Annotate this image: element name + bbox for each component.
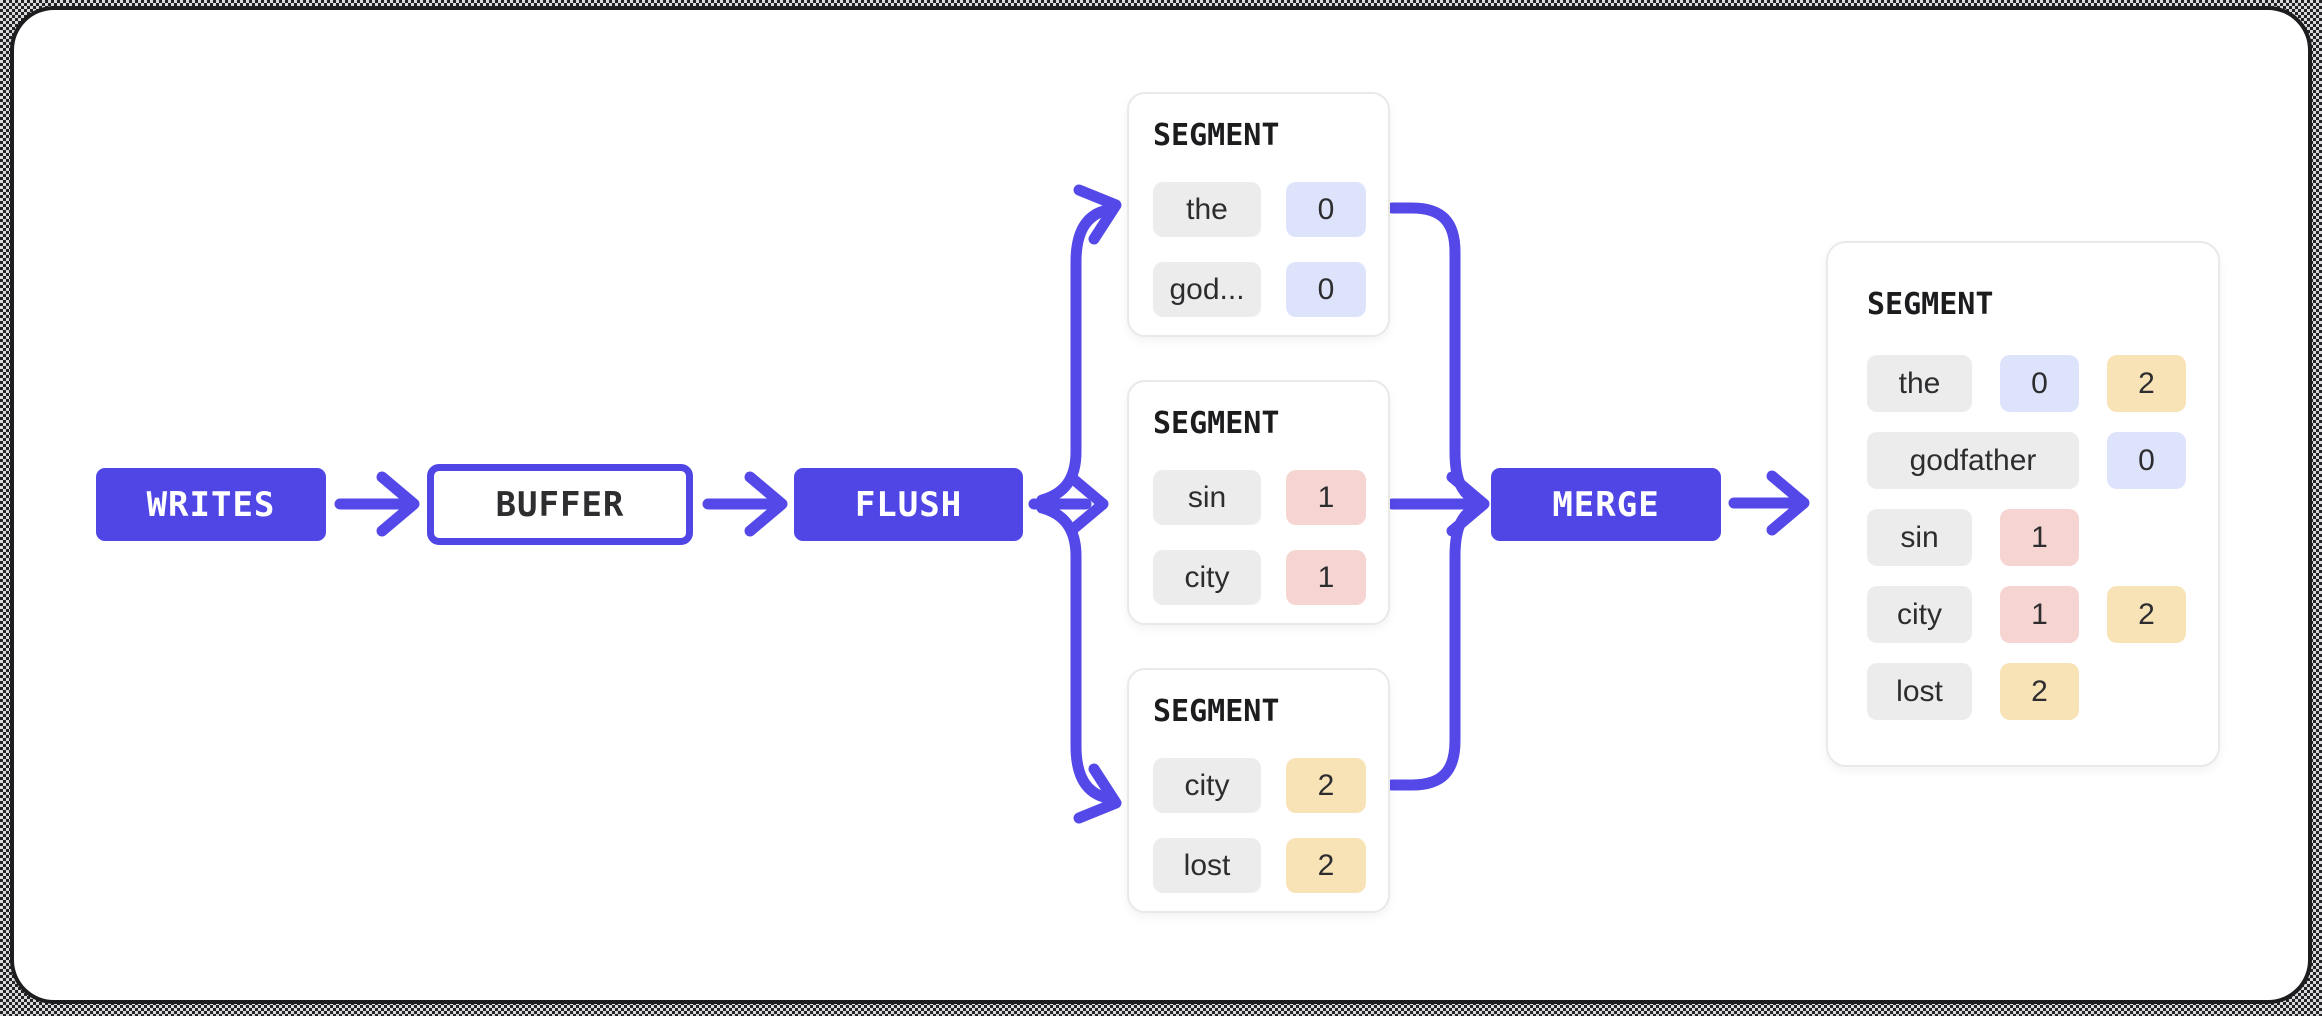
buffer-node: BUFFER xyxy=(427,464,693,545)
posting-chip: 1 xyxy=(1286,470,1366,525)
segment-rows: sin 1 city 1 xyxy=(1153,470,1366,605)
term-chip: godfather xyxy=(1867,432,2079,489)
segment-row: city 2 xyxy=(1153,758,1366,813)
term-chip: lost xyxy=(1153,838,1261,893)
term-chip: city xyxy=(1153,758,1261,813)
segment-card-1: SEGMENT the 0 god... 0 xyxy=(1127,92,1390,337)
segment-card-3: SEGMENT city 2 lost 2 xyxy=(1127,668,1390,913)
posting-chip: 2 xyxy=(1286,838,1366,893)
posting-chip: 0 xyxy=(1286,262,1366,317)
term-chip: sin xyxy=(1867,509,1972,566)
term-chip: god... xyxy=(1153,262,1261,317)
segment-title: SEGMENT xyxy=(1153,118,1280,153)
term-chip: sin xyxy=(1153,470,1261,525)
posting-chip: 0 xyxy=(2000,355,2079,412)
posting-chip: 1 xyxy=(1286,550,1366,605)
segment-title: SEGMENT xyxy=(1153,406,1280,441)
segment-row: sin 1 xyxy=(1153,470,1366,525)
segment-card-2: SEGMENT sin 1 city 1 xyxy=(1127,380,1390,625)
writes-node: WRITES xyxy=(96,468,326,541)
segment-row: lost 2 xyxy=(1153,838,1366,893)
posting-chip: 2 xyxy=(2107,586,2186,643)
posting-chip: 0 xyxy=(2107,432,2186,489)
term-chip: city xyxy=(1153,550,1261,605)
segment-title: SEGMENT xyxy=(1867,287,1994,322)
posting-chip: 1 xyxy=(2000,509,2079,566)
posting-chip: 2 xyxy=(2000,663,2079,720)
posting-chip: 1 xyxy=(2000,586,2079,643)
merge-node: MERGE xyxy=(1491,468,1721,541)
segment-row: city 1 xyxy=(1153,550,1366,605)
segment-row: godfather 0 xyxy=(1867,432,2186,489)
flush-node: FLUSH xyxy=(794,468,1023,541)
term-chip: lost xyxy=(1867,663,1972,720)
segment-row: god... 0 xyxy=(1153,262,1366,317)
term-chip: the xyxy=(1867,355,1972,412)
segment-rows: city 2 lost 2 xyxy=(1153,758,1366,893)
segment-rows: the 0 god... 0 xyxy=(1153,182,1366,317)
segment-row: lost 2 xyxy=(1867,663,2179,720)
posting-chip: 2 xyxy=(1286,758,1366,813)
segment-row: the 0 xyxy=(1153,182,1366,237)
posting-chip: 2 xyxy=(2107,355,2186,412)
segment-row: sin 1 xyxy=(1867,509,2179,566)
term-chip: the xyxy=(1153,182,1261,237)
term-chip: city xyxy=(1867,586,1972,643)
segment-title: SEGMENT xyxy=(1153,694,1280,729)
posting-chip: 0 xyxy=(1286,182,1366,237)
